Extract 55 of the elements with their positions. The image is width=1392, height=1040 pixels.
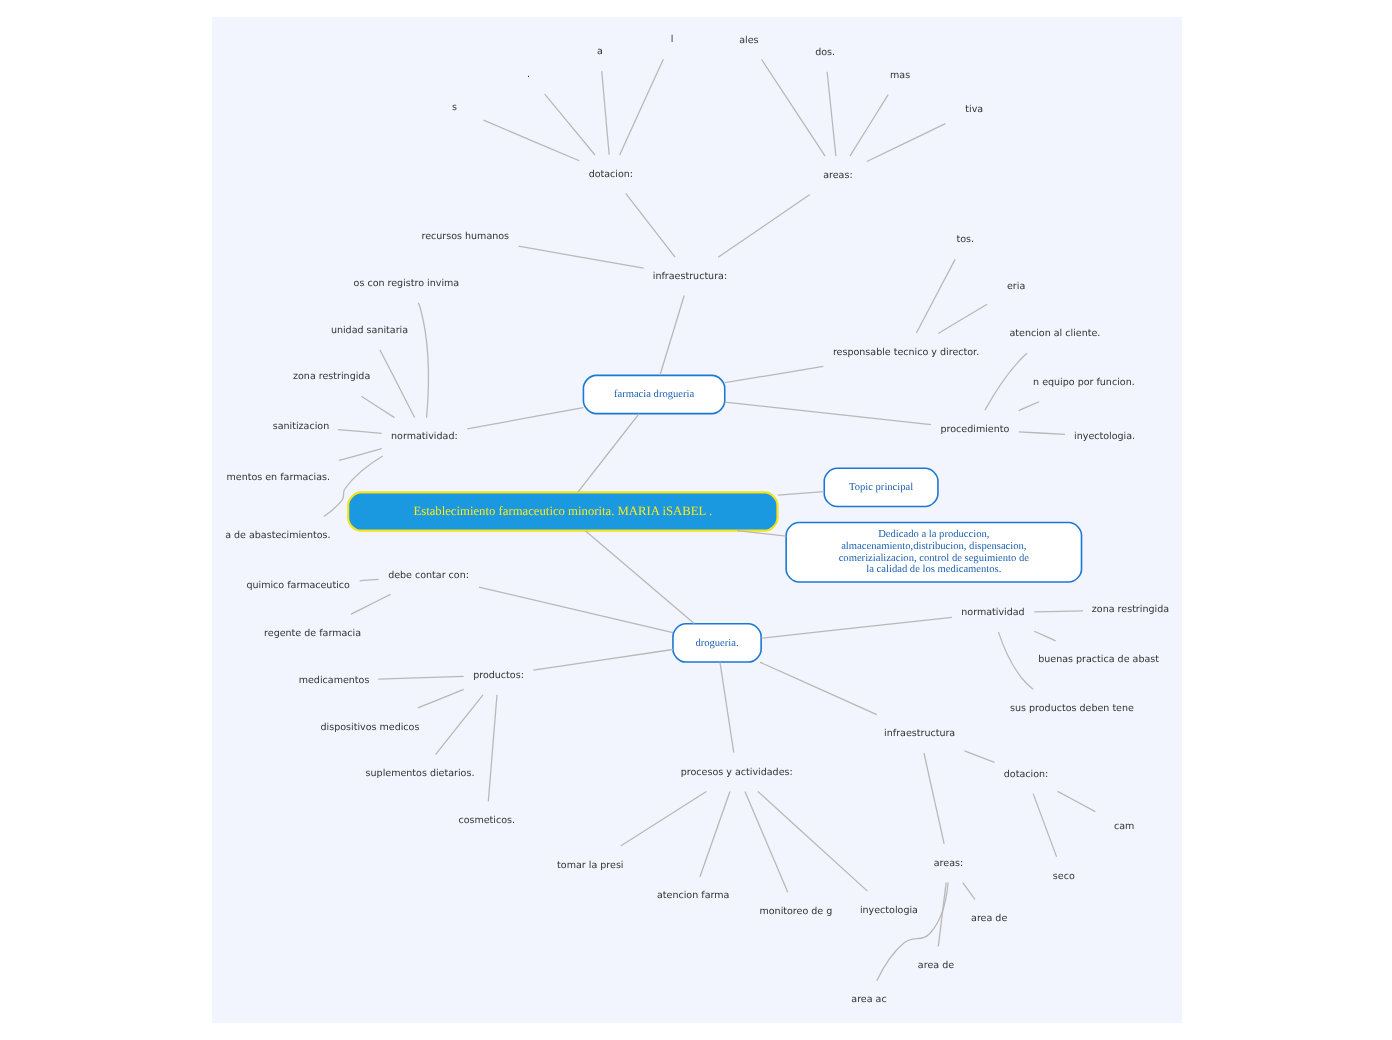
connector xyxy=(759,58,825,157)
connector xyxy=(531,648,673,671)
connector xyxy=(378,349,415,419)
connector xyxy=(758,661,877,716)
connector xyxy=(349,593,391,615)
connector xyxy=(583,530,694,625)
connector xyxy=(759,616,952,639)
connector xyxy=(865,123,945,163)
connector xyxy=(618,58,663,156)
connector xyxy=(416,688,464,709)
connector xyxy=(1032,610,1083,613)
connector xyxy=(543,93,595,156)
connector xyxy=(618,790,707,847)
connector xyxy=(1031,793,1057,858)
connector xyxy=(486,694,497,802)
connector xyxy=(718,661,734,754)
connector xyxy=(336,429,382,434)
connector xyxy=(1032,630,1056,642)
connector xyxy=(743,790,788,893)
connector xyxy=(983,352,1027,411)
connector xyxy=(481,119,579,162)
connector xyxy=(723,401,931,426)
connector xyxy=(961,882,975,900)
connector xyxy=(716,193,810,258)
connector xyxy=(1056,790,1095,813)
connector xyxy=(735,530,786,537)
connector xyxy=(914,258,955,334)
connector xyxy=(936,881,946,948)
connector xyxy=(322,455,383,518)
connector xyxy=(1017,431,1065,436)
connector xyxy=(600,70,609,156)
connector xyxy=(337,448,382,462)
connector xyxy=(825,71,836,157)
connector xyxy=(376,675,464,680)
connector xyxy=(776,491,824,496)
connector xyxy=(848,94,888,157)
connector xyxy=(698,790,730,878)
connector xyxy=(962,750,995,764)
connector xyxy=(996,631,1033,690)
connector xyxy=(465,406,583,430)
connector xyxy=(576,413,639,493)
connector xyxy=(359,395,395,419)
connector xyxy=(922,752,944,845)
connector xyxy=(1017,401,1039,412)
connector xyxy=(936,303,987,335)
connector xyxy=(658,294,684,376)
connector xyxy=(517,245,644,269)
connector xyxy=(756,790,868,892)
connector xyxy=(358,578,379,582)
connector xyxy=(416,302,428,419)
connector xyxy=(875,881,948,982)
connector xyxy=(723,365,823,384)
connector xyxy=(433,694,483,756)
connector xyxy=(477,586,673,634)
connector xyxy=(624,192,675,258)
